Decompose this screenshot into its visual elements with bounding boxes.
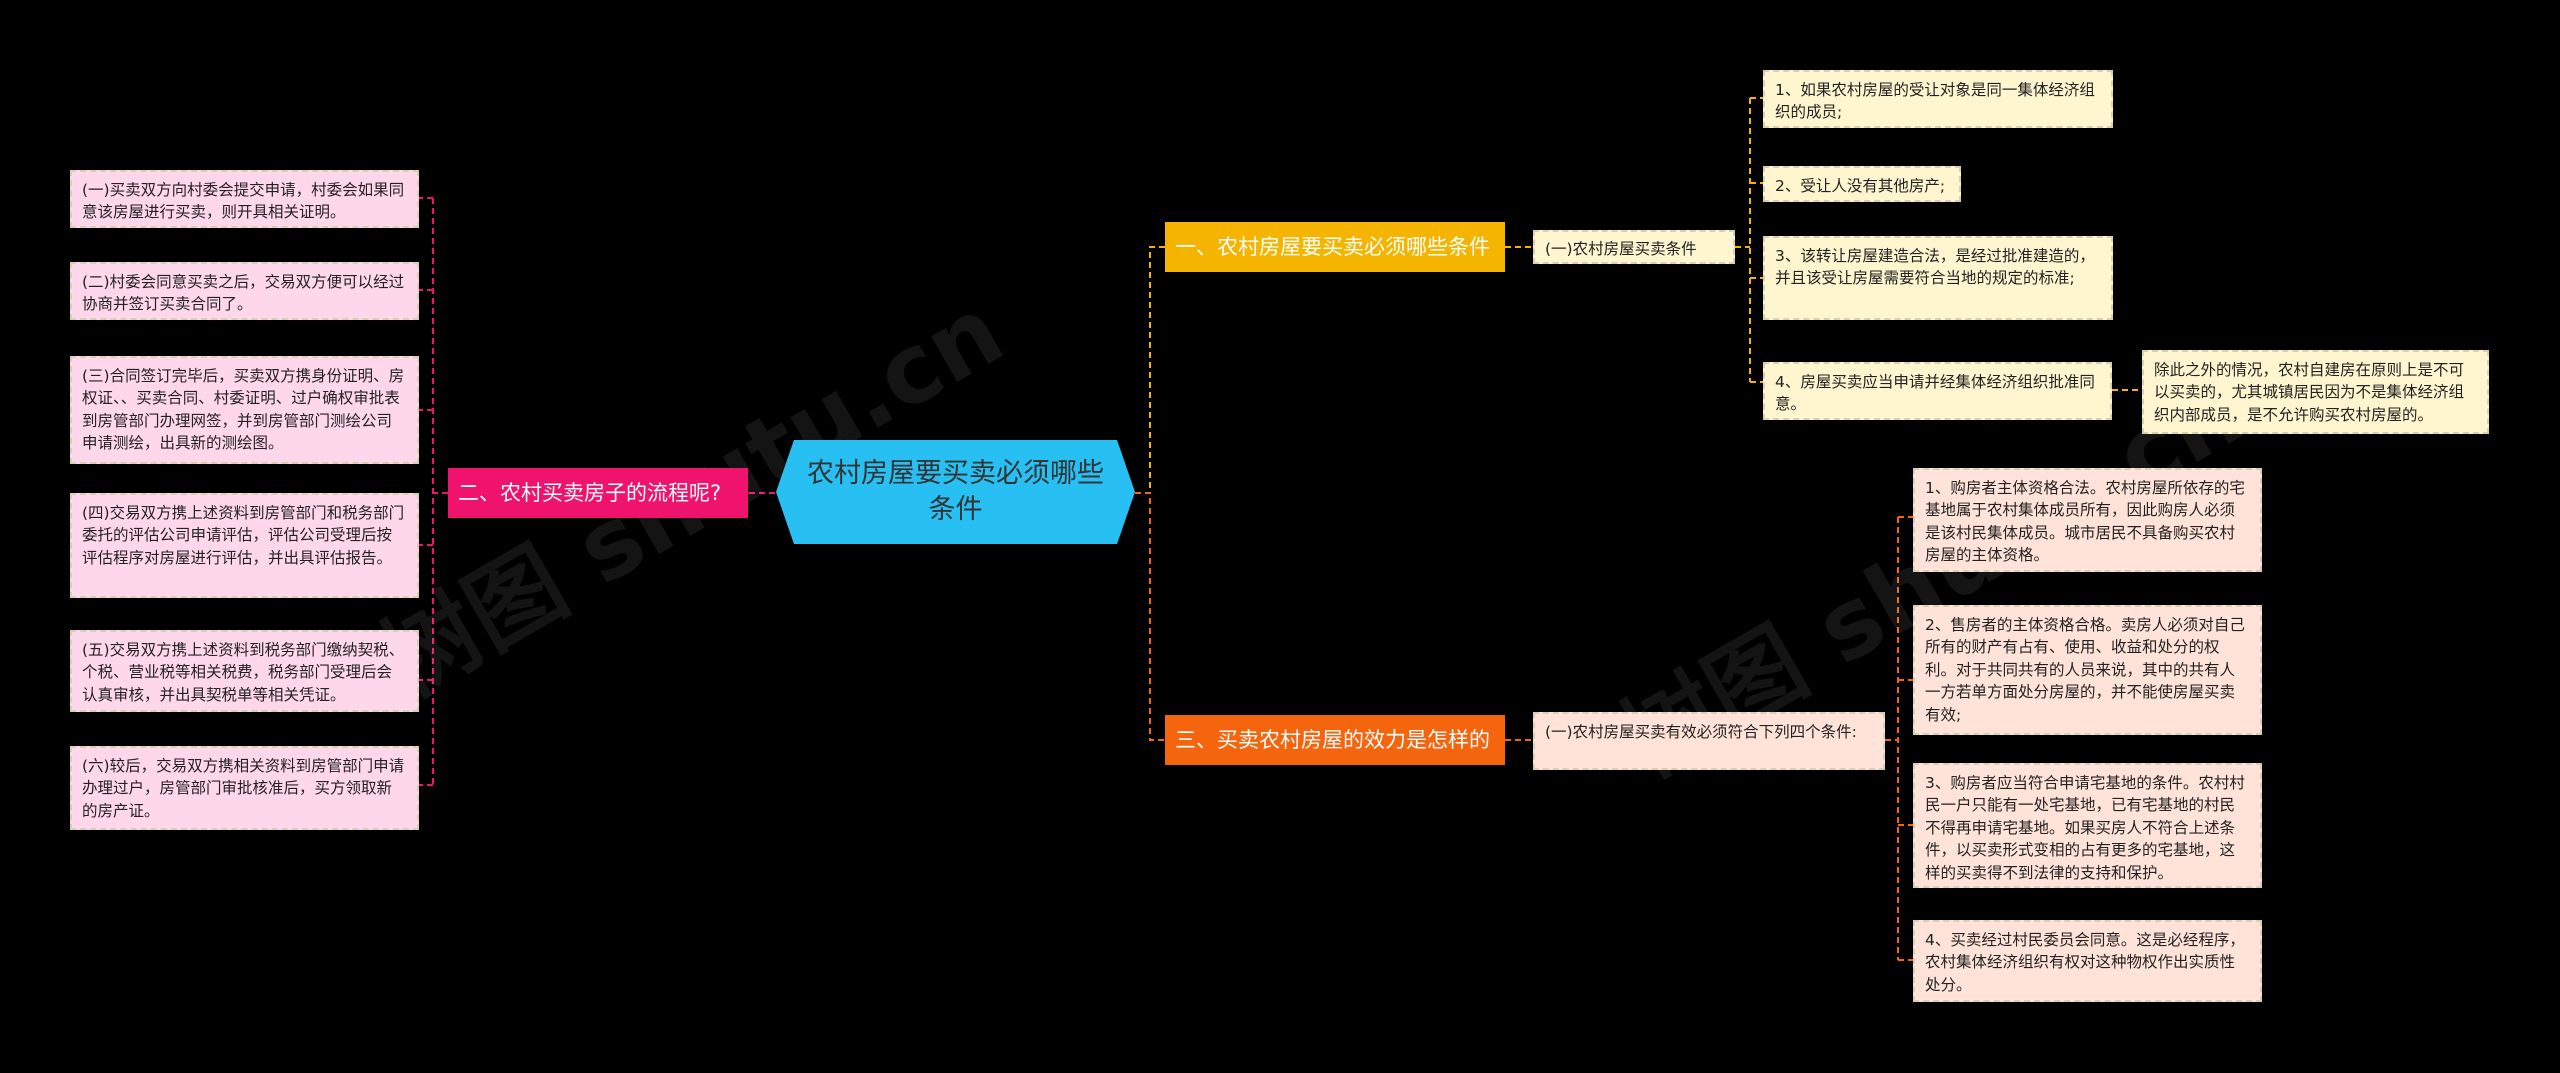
b2-step-1[interactable]: (一)买卖双方向村委会提交申请，村委会如果同意该房屋进行买卖，则开具相关证明。 xyxy=(70,170,419,228)
link-root-b1 xyxy=(1135,246,1165,494)
b3-item-2[interactable]: 2、售房者的主体资格合格。卖房人必须对自己所有的财产有占有、使用、收益和处分的权… xyxy=(1913,605,2262,735)
item-text: (六)较后，交易双方携相关资料到房管部门申请办理过户，房管部门审批核准后，买方领… xyxy=(82,757,405,820)
root-node[interactable]: 农村房屋要买卖必须哪些条件 xyxy=(776,440,1135,544)
item-text: 3、该转让房屋建造合法，是经过批准建造的，并且该受让房屋需要符合当地的规定的标准… xyxy=(1775,247,2095,288)
item-text: (二)村委会同意买卖之后，交易双方便可以经过协商并签订买卖合同了。 xyxy=(82,273,405,314)
item-text: 2、受让人没有其他房产; xyxy=(1775,177,1946,195)
branch-label: 一、农村房屋要买卖必须哪些条件 xyxy=(1175,234,1490,259)
branch-process[interactable]: 二、农村买卖房子的流程呢? xyxy=(448,468,748,518)
b1-item-4[interactable]: 4、房屋买卖应当申请并经集体经济组织批准同意。 xyxy=(1763,362,2112,420)
b1-item-3[interactable]: 3、该转让房屋建造合法，是经过批准建造的，并且该受让房屋需要符合当地的规定的标准… xyxy=(1763,236,2113,320)
b3-item-3[interactable]: 3、购房者应当符合申请宅基地的条件。农村村民一户只能有一处宅基地，已有宅基地的村… xyxy=(1913,763,2262,888)
item-text: 3、购房者应当符合申请宅基地的条件。农村村民一户只能有一处宅基地，已有宅基地的村… xyxy=(1925,774,2245,882)
branch-label: 三、买卖农村房屋的效力是怎样的 xyxy=(1175,727,1490,752)
item-text: 4、房屋买卖应当申请并经集体经济组织批准同意。 xyxy=(1775,373,2095,414)
b1-note[interactable]: 除此之外的情况，农村自建房在原则上是不可以买卖的，尤其城镇居民因为不是集体经济组… xyxy=(2142,350,2489,434)
subtopic-label: (一)农村房屋买卖有效必须符合下列四个条件: xyxy=(1545,723,1857,741)
subtopic-label: (一)农村房屋买卖条件 xyxy=(1545,240,1697,258)
b1-item-1[interactable]: 1、如果农村房屋的受让对象是同一集体经济组织的成员; xyxy=(1763,70,2113,128)
item-text: (一)买卖双方向村委会提交申请，村委会如果同意该房屋进行买卖，则开具相关证明。 xyxy=(82,181,405,222)
item-text: 1、如果农村房屋的受让对象是同一集体经济组织的成员; xyxy=(1775,81,2095,122)
b1-subtopic[interactable]: (一)农村房屋买卖条件 xyxy=(1533,230,1735,264)
link-b3sub-items xyxy=(1885,516,1913,961)
b3-item-4[interactable]: 4、买卖经过村民委员会同意。这是必经程序，农村集体经济组织有权对这种物权作出实质… xyxy=(1913,920,2262,1002)
link-root-b3 xyxy=(1135,492,1165,741)
item-text: 2、售房者的主体资格合格。卖房人必须对自己所有的财产有占有、使用、收益和处分的权… xyxy=(1925,616,2245,724)
b3-subtopic[interactable]: (一)农村房屋买卖有效必须符合下列四个条件: xyxy=(1533,712,1885,770)
b2-step-6[interactable]: (六)较后，交易双方携相关资料到房管部门申请办理过户，房管部门审批核准后，买方领… xyxy=(70,746,419,830)
b1-item-2[interactable]: 2、受让人没有其他房产; xyxy=(1763,166,1961,202)
link-b1sub-items xyxy=(1735,97,1763,383)
item-text: 1、购房者主体资格合法。农村房屋所依存的宅基地属于农村集体成员所有，因此购房人必… xyxy=(1925,479,2245,565)
b2-step-5[interactable]: (五)交易双方携上述资料到税务部门缴纳契税、个税、营业税等相关税费，税务部门受理… xyxy=(70,630,419,712)
branch-label: 二、农村买卖房子的流程呢? xyxy=(458,480,722,505)
root-label: 农村房屋要买卖必须哪些条件 xyxy=(807,457,1104,525)
branch-validity[interactable]: 三、买卖农村房屋的效力是怎样的 xyxy=(1165,715,1505,765)
b2-step-2[interactable]: (二)村委会同意买卖之后，交易双方便可以经过协商并签订买卖合同了。 xyxy=(70,262,419,320)
branch-conditions[interactable]: 一、农村房屋要买卖必须哪些条件 xyxy=(1165,222,1505,272)
item-text: (三)合同签订完毕后，买卖双方携身份证明、房权证、、买卖合同、村委证明、过户确权… xyxy=(82,367,405,453)
item-text: 除此之外的情况，农村自建房在原则上是不可以买卖的，尤其城镇居民因为不是集体经济组… xyxy=(2154,361,2465,424)
link-b2-items xyxy=(419,197,448,786)
item-text: (五)交易双方携上述资料到税务部门缴纳契税、个税、营业税等相关税费，税务部门受理… xyxy=(82,641,405,704)
item-text: 4、买卖经过村民委员会同意。这是必经程序，农村集体经济组织有权对这种物权作出实质… xyxy=(1925,931,2245,994)
b2-step-3[interactable]: (三)合同签订完毕后，买卖双方携身份证明、房权证、、买卖合同、村委证明、过户确权… xyxy=(70,356,419,464)
b3-item-1[interactable]: 1、购房者主体资格合法。农村房屋所依存的宅基地属于农村集体成员所有，因此购房人必… xyxy=(1913,468,2262,572)
item-text: (四)交易双方携上述资料到房管部门和税务部门委托的评估公司申请评估，评估公司受理… xyxy=(82,504,405,567)
b2-step-4[interactable]: (四)交易双方携上述资料到房管部门和税务部门委托的评估公司申请评估，评估公司受理… xyxy=(70,493,419,598)
